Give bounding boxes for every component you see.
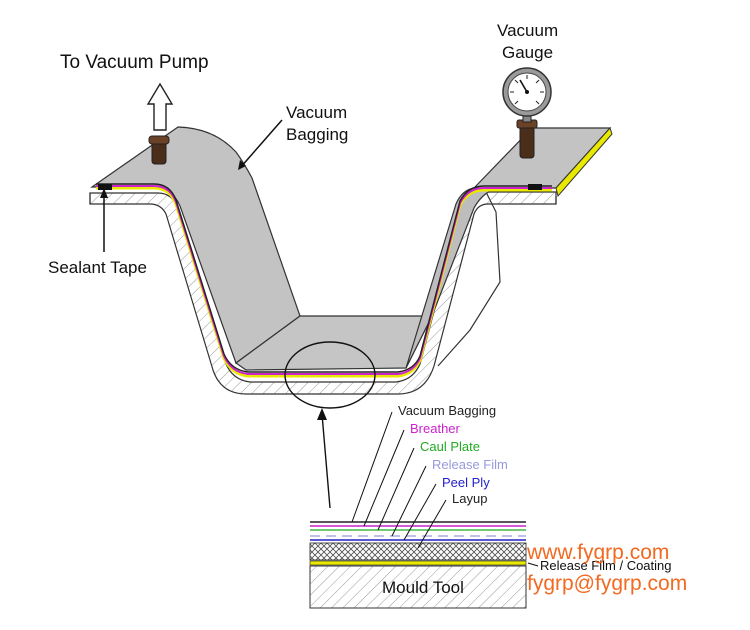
to-vacuum-pump-label: To Vacuum Pump (60, 52, 209, 73)
detail-circle (284, 341, 376, 409)
vacuum-bagging-label-line2: Bagging (286, 125, 348, 144)
release-coating-label: Release Film / Coating (540, 558, 672, 573)
pointer-arrow (239, 119, 283, 169)
vacuum-port-left (148, 135, 170, 165)
sealant-tape-label: Sealant Tape (48, 258, 147, 277)
layer-label-peel-ply: Peel Ply (442, 475, 490, 490)
layer-label-breather: Breather (410, 421, 461, 436)
mould-tool-label: Mould Tool (382, 578, 464, 597)
watermark-email: fygrp@fygrp.com (527, 572, 687, 595)
vacuum-bagging-label-line1: Vacuum (286, 103, 347, 122)
layer-detail (309, 521, 527, 609)
vacuum-bag-surface (90, 126, 612, 371)
bag-layer-lines (96, 127, 613, 378)
layer-label-vacuum-bagging: Vacuum Bagging (398, 403, 496, 418)
vacuum-gauge-label-line2: Gauge (502, 43, 553, 62)
release-coating-pointer (527, 562, 539, 567)
up-arrow-icon (146, 82, 174, 131)
sealant-pointer-head (100, 188, 108, 198)
watermark-url: www.fygrp.com (526, 541, 669, 564)
detail-pointer-head (317, 408, 327, 420)
detail-pointer (321, 413, 331, 509)
pointer-arrowhead (238, 160, 246, 170)
layer-label-release-film: Release Film (432, 457, 508, 472)
sealant-tape-right (528, 184, 542, 190)
layer-label-caul-plate: Caul Plate (420, 439, 480, 454)
sealant-tape-left (98, 184, 112, 190)
vacuum-gauge-label-line1: Vacuum (497, 21, 558, 40)
layer-label-layup: Layup (452, 491, 487, 506)
layer-leaders (351, 411, 447, 549)
vacuum-gauge-icon (502, 67, 552, 159)
